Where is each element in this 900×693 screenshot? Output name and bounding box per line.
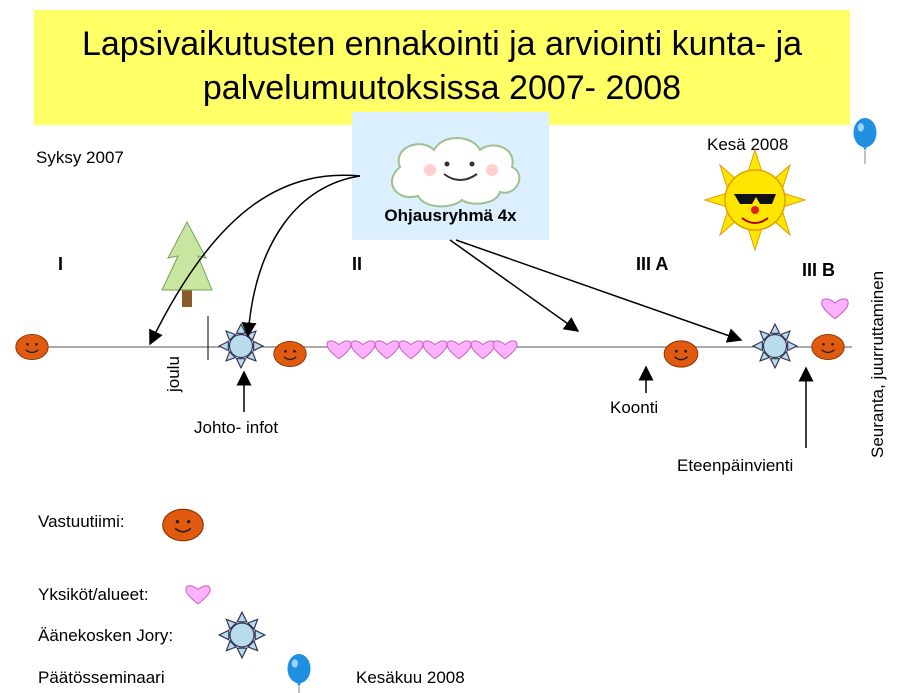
heart-icon xyxy=(350,340,376,360)
heart-icon xyxy=(398,340,424,360)
team-smiley-icon xyxy=(811,333,845,361)
legend-kesakuu-label: Kesäkuu 2008 xyxy=(356,668,465,687)
summer-sun-icon xyxy=(703,148,807,252)
legend-heart-icon xyxy=(185,585,211,605)
steering-arrow xyxy=(455,239,743,343)
heart-icon xyxy=(446,340,472,360)
heart-icon xyxy=(470,340,496,360)
steering-group-label: Ohjausryhmä 4x xyxy=(384,206,517,225)
team-smiley-icon xyxy=(663,340,699,368)
jory-sun-icon xyxy=(218,323,264,369)
steering-arrow xyxy=(449,239,580,332)
phase-label-1: I xyxy=(58,254,64,274)
legend-jory-sun-icon xyxy=(218,611,266,659)
heart-icon xyxy=(821,298,849,320)
jory-sun-icon xyxy=(752,323,798,369)
phase-label-3a: III A xyxy=(636,254,669,274)
legend-yksikot-label: Yksiköt/alueet: xyxy=(38,585,149,604)
cloud-icon xyxy=(391,137,521,208)
team-smiley-icon xyxy=(15,333,49,361)
heart-icon xyxy=(374,340,400,360)
balloon-icon xyxy=(286,654,312,693)
season-start-label: Syksy 2007 xyxy=(36,148,124,167)
hearts-row xyxy=(326,340,518,360)
steering-arrow xyxy=(241,175,361,338)
koonti-label: Koonti xyxy=(610,398,659,417)
steering-arrow xyxy=(149,174,361,346)
eteenpainvienti-label: Eteenpäinvienti xyxy=(677,456,794,475)
heart-icon xyxy=(326,340,352,360)
legend-smiley-icon xyxy=(161,508,205,542)
heart-icon xyxy=(492,340,518,360)
page-title: Lapsivaikutusten ennakointi ja arviointi… xyxy=(81,25,803,107)
johto-infot-label: Johto- infot xyxy=(194,418,279,437)
legend-jory-label: Äänekosken Jory: xyxy=(38,626,174,645)
phase-label-2: II xyxy=(352,254,363,274)
balloon-icon xyxy=(852,118,878,164)
heart-icon xyxy=(422,340,448,360)
legend-paatosseminaari-label: Päätösseminaari xyxy=(38,668,165,687)
season-end-label: Kesä 2008 xyxy=(707,135,789,154)
title-box: Lapsivaikutusten ennakointi ja arviointi… xyxy=(34,10,850,125)
phase-label-3b: III B xyxy=(802,260,836,280)
steering-group-box: Ohjausryhmä 4x xyxy=(352,112,549,240)
tree-icon xyxy=(161,220,213,307)
legend-vastuutiimi-label: Vastuutiimi: xyxy=(38,512,125,531)
team-smiley-icon xyxy=(273,340,307,368)
